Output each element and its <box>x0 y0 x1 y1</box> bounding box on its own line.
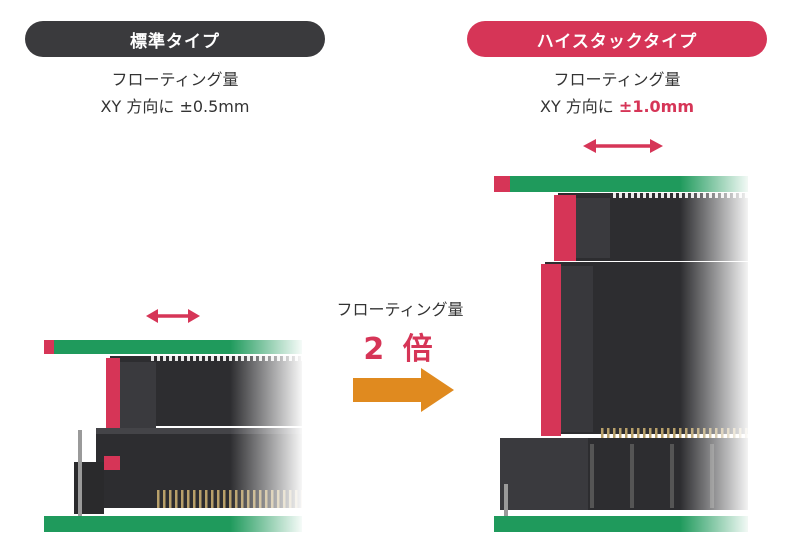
comparison-right-arrow-icon <box>353 368 454 412</box>
standard-board-edge <box>44 340 54 354</box>
high-stack-floating-highlight <box>541 264 561 436</box>
standard-floating-highlight <box>106 358 120 428</box>
standard-caption: フローティング量 XY 方向に ±0.5mm <box>25 66 325 120</box>
high-stack-type-label: ハイスタックタイプ <box>536 31 698 52</box>
high-stack-caption-prefix: XY 方向に <box>539 97 619 116</box>
standard-float-arrow-icon <box>146 309 200 323</box>
center-multiplier: 2 倍 <box>363 332 437 367</box>
high-stack-float-value: ±1.0mm <box>618 97 694 116</box>
standard-type-badge: 標準タイプ <box>25 21 325 57</box>
center-float-label: フローティング量 <box>336 300 464 319</box>
high-stack-caption-line1: フローティング量 <box>553 70 681 89</box>
standard-connector-diagram <box>44 309 305 540</box>
high-stack-type-badge: ハイスタックタイプ <box>467 21 767 57</box>
high-stack-board-edge <box>494 176 510 192</box>
high-stack-caption-line2: XY 方向に ±1.0mm <box>467 93 767 120</box>
standard-type-label: 標準タイプ <box>130 31 220 52</box>
standard-caption-line2: XY 方向に ±0.5mm <box>100 97 250 116</box>
high-stack-connector-diagram <box>494 139 752 540</box>
high-stack-caption: フローティング量 XY 方向に ±1.0mm <box>467 66 767 120</box>
standard-caption-line1: フローティング量 <box>111 70 239 89</box>
high-stack-float-arrow-icon <box>583 139 663 153</box>
